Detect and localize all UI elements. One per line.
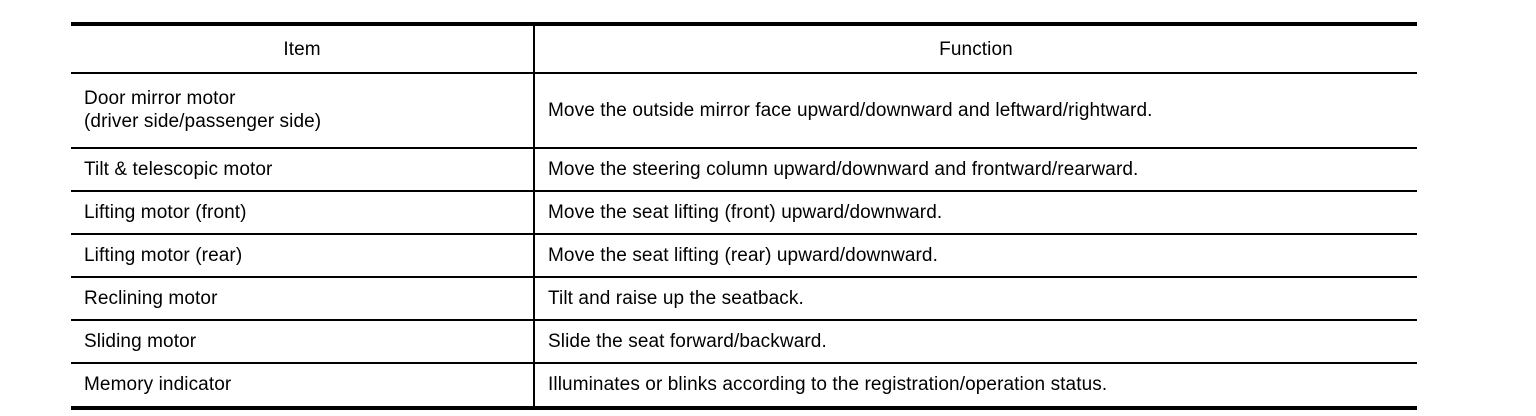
cell-item: Tilt & telescopic motor xyxy=(71,147,535,192)
table-row: Door mirror motor (driver side/passenger… xyxy=(71,73,1417,149)
column-header-function: Function xyxy=(534,21,1417,75)
cell-item: Sliding motor xyxy=(71,320,535,365)
table-header-row: Item Function xyxy=(71,21,1417,75)
table-head: Item Function xyxy=(71,21,1417,75)
cell-function: Move the steering column upward/downward… xyxy=(534,147,1417,192)
table-body: Door mirror motor (driver side/passenger… xyxy=(71,73,1417,410)
column-header-item: Item xyxy=(71,21,535,75)
cell-function: Slide the seat forward/backward. xyxy=(534,320,1417,365)
cell-item: Door mirror motor (driver side/passenger… xyxy=(71,73,535,149)
cell-function: Illuminates or blinks according to the r… xyxy=(534,363,1417,410)
cell-item: Memory indicator xyxy=(71,363,535,410)
cell-item-line-2: (driver side/passenger side) xyxy=(84,111,322,133)
table-row: Lifting motor (rear) Move the seat lifti… xyxy=(71,233,1417,279)
item-function-table: Item Function Door mirror motor (driver … xyxy=(71,21,1417,410)
table-row: Tilt & telescopic motor Move the steerin… xyxy=(71,147,1417,192)
cell-function: Tilt and raise up the seatback. xyxy=(534,277,1417,322)
cell-function: Move the outside mirror face upward/down… xyxy=(534,73,1417,149)
cell-item: Lifting motor (front) xyxy=(71,190,535,235)
cell-item: Lifting motor (rear) xyxy=(71,233,535,279)
cell-function: Move the seat lifting (front) upward/dow… xyxy=(534,190,1417,235)
cell-function: Move the seat lifting (rear) upward/down… xyxy=(534,233,1417,279)
table-row: Memory indicator Illuminates or blinks a… xyxy=(71,363,1417,410)
table-row: Lifting motor (front) Move the seat lift… xyxy=(71,190,1417,235)
table-row: Sliding motor Slide the seat forward/bac… xyxy=(71,320,1417,365)
table-row: Reclining motor Tilt and raise up the se… xyxy=(71,277,1417,322)
cell-item-line-1: Door mirror motor xyxy=(84,88,236,110)
cell-item: Reclining motor xyxy=(71,277,535,322)
